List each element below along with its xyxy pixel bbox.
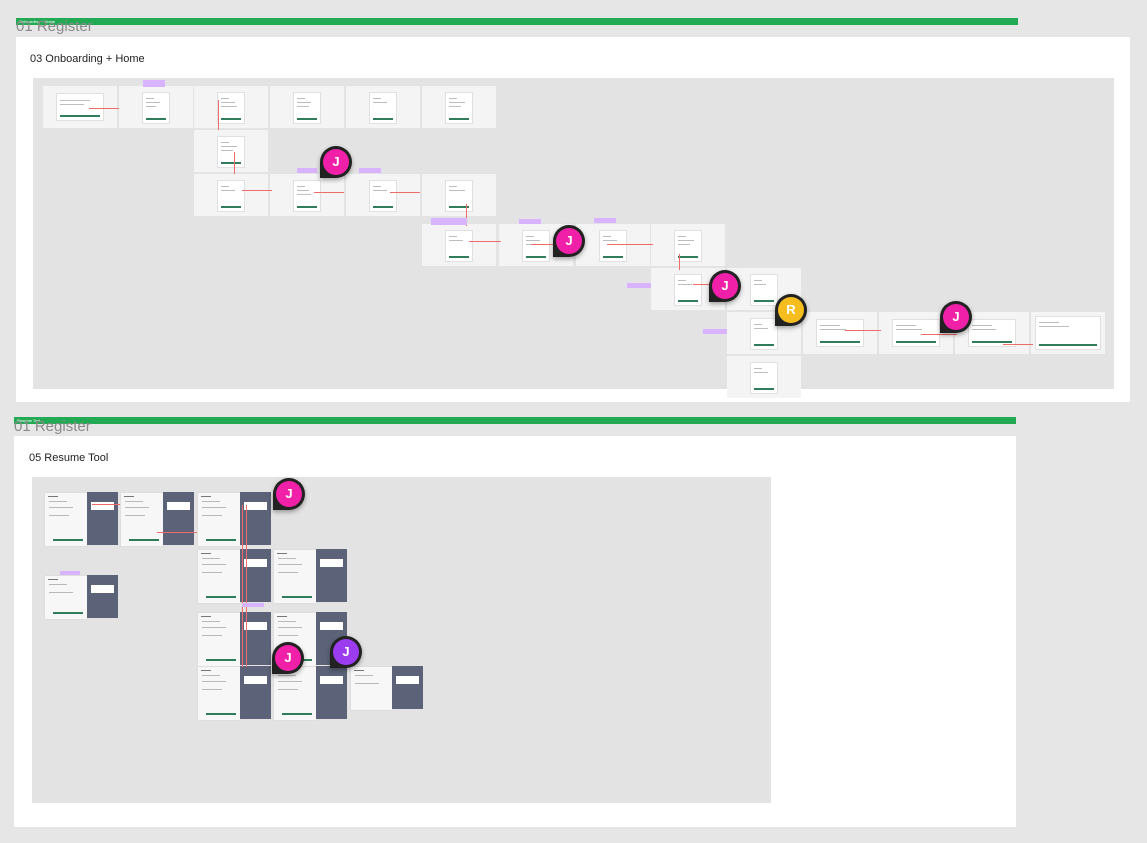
flow-connector: [242, 505, 243, 667]
flow-canvas[interactable]: [33, 78, 1114, 398]
screen-card[interactable]: [422, 174, 496, 216]
screen-card[interactable]: [803, 312, 877, 354]
frame-title: 03 Onboarding + Home: [30, 53, 145, 65]
collaborator-avatar[interactable]: R: [775, 294, 807, 326]
collaborator-avatar[interactable]: J: [709, 270, 741, 302]
screen-card[interactable]: [194, 86, 268, 128]
resume-screen[interactable]: [240, 492, 271, 545]
screen-card[interactable]: [270, 174, 344, 216]
flow-connector: [157, 532, 197, 533]
avatar-initial: J: [323, 149, 349, 175]
sticky-note[interactable]: [297, 168, 317, 173]
resume-screen[interactable]: [197, 492, 241, 547]
flow-connector: [607, 244, 653, 245]
resume-screen[interactable]: [87, 492, 118, 545]
avatar-initial: J: [712, 273, 738, 299]
resume-screen[interactable]: [197, 549, 241, 604]
sticky-note[interactable]: [359, 168, 381, 173]
flow-connector: [314, 192, 344, 193]
sticky-note[interactable]: [60, 571, 80, 575]
resume-screen[interactable]: [44, 492, 88, 547]
flow-connector: [466, 204, 467, 226]
sticky-note[interactable]: [143, 80, 165, 87]
flow-connector: [89, 108, 119, 109]
flow-connector: [845, 330, 881, 331]
resume-screen[interactable]: [316, 666, 347, 719]
flow-connector: [1003, 344, 1033, 345]
avatar-initial: J: [333, 639, 359, 665]
flow-connector: [390, 192, 420, 193]
section-bar-resume[interactable]: Resume Tool: [14, 417, 1016, 424]
flow-connector: [921, 334, 957, 335]
sticky-note[interactable]: [431, 218, 467, 225]
resume-screen[interactable]: [197, 666, 241, 721]
screen-card[interactable]: [576, 224, 650, 266]
collaborator-avatar[interactable]: J: [273, 478, 305, 510]
screen-card[interactable]: [422, 86, 496, 128]
flow-connector: [92, 504, 120, 505]
section-heading: 01 Register: [16, 18, 93, 35]
flow-connector: [469, 241, 501, 242]
frame-resume-tool[interactable]: 05 Resume Tool: [14, 436, 1016, 827]
avatar-initial: R: [778, 297, 804, 323]
screen-card[interactable]: [43, 86, 117, 128]
resume-screen[interactable]: [120, 492, 164, 547]
collaborator-avatar[interactable]: J: [320, 146, 352, 178]
resume-screen[interactable]: [163, 492, 194, 545]
collaborator-avatar[interactable]: J: [553, 225, 585, 257]
screen-card[interactable]: [422, 224, 496, 266]
screen-card[interactable]: [194, 174, 268, 216]
avatar-initial: J: [275, 645, 301, 671]
screen-card[interactable]: [346, 174, 420, 216]
resume-screen[interactable]: [44, 575, 88, 620]
screen-card[interactable]: [727, 312, 801, 354]
flow-connector: [246, 505, 247, 667]
resume-screen[interactable]: [240, 549, 271, 602]
collaborator-avatar[interactable]: J: [272, 642, 304, 674]
sticky-note[interactable]: [519, 219, 541, 224]
frame-onboarding-home[interactable]: 03 Onboarding + Home: [16, 37, 1130, 402]
screen-card[interactable]: [1031, 312, 1105, 354]
flow-canvas[interactable]: [32, 477, 771, 803]
screen-card[interactable]: [119, 86, 193, 128]
frame-title: 05 Resume Tool: [29, 452, 109, 464]
screen-card[interactable]: [879, 312, 953, 354]
collaborator-avatar[interactable]: J: [940, 301, 972, 333]
flow-connector: [218, 100, 219, 130]
screen-card[interactable]: [651, 224, 725, 266]
sticky-note[interactable]: [242, 603, 264, 607]
screen-card[interactable]: [727, 356, 801, 398]
section-bar-label: Resume Tool: [17, 418, 41, 423]
resume-screen[interactable]: [392, 666, 423, 709]
avatar-initial: J: [943, 304, 969, 330]
screen-card[interactable]: [194, 130, 268, 172]
screen-card[interactable]: [270, 86, 344, 128]
avatar-initial: J: [276, 481, 302, 507]
section-bar-onboarding[interactable]: Onboarding + Home: [16, 18, 1018, 25]
flow-connector: [242, 190, 272, 191]
collaborator-avatar[interactable]: J: [330, 636, 362, 668]
resume-screen[interactable]: [240, 666, 271, 719]
flow-connector: [679, 254, 680, 270]
sticky-note[interactable]: [703, 329, 727, 334]
avatar-initial: J: [556, 228, 582, 254]
sticky-note[interactable]: [594, 218, 616, 223]
screen-card[interactable]: [346, 86, 420, 128]
resume-screen[interactable]: [316, 549, 347, 602]
resume-screen[interactable]: [350, 666, 394, 711]
section-bar-label: Onboarding + Home: [19, 19, 56, 24]
resume-screen[interactable]: [273, 549, 317, 604]
section-heading: 01 Register: [14, 418, 91, 435]
resume-screen[interactable]: [240, 612, 271, 665]
flow-connector: [234, 152, 235, 174]
resume-screen[interactable]: [197, 612, 241, 667]
sticky-note[interactable]: [627, 283, 651, 288]
resume-screen[interactable]: [273, 666, 317, 721]
resume-screen[interactable]: [87, 575, 118, 618]
